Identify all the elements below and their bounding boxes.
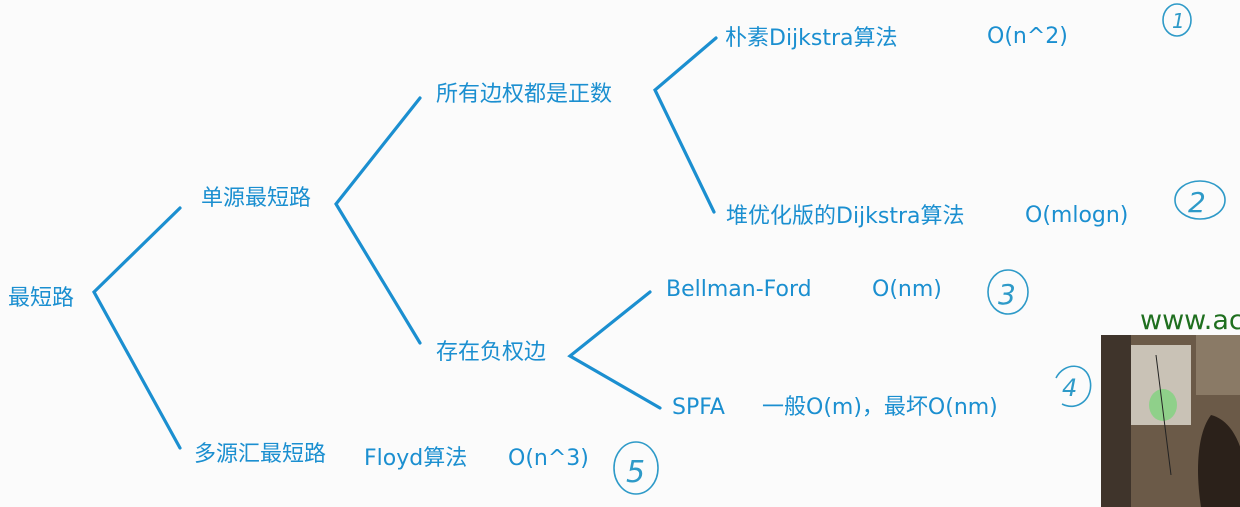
handwritten-circle-4	[1055, 365, 1092, 407]
handwritten-mark-5: 5	[626, 455, 645, 490]
node-has-negative: 存在负权边	[436, 340, 547, 365]
complexity-heap-dijkstra: O(mlogn)	[1025, 203, 1129, 228]
leaf-floyd: Floyd算法	[364, 446, 468, 471]
webcam-overlay	[1101, 335, 1240, 507]
leaf-bellman-ford: Bellman-Ford	[666, 277, 812, 302]
complexity-floyd: O(n^3)	[508, 446, 589, 471]
handwritten-mark-4: 4	[1062, 374, 1077, 402]
handwritten-circle-3	[987, 269, 1029, 315]
handwritten-mark-2: 2	[1188, 186, 1206, 219]
leaf-spfa: SPFA	[672, 395, 725, 420]
node-multi-source: 多源汇最短路	[194, 442, 327, 467]
branch-root	[92, 206, 182, 450]
handwritten-circle-1	[1162, 3, 1192, 37]
node-root: 最短路	[8, 286, 75, 311]
complexity-naive-dijkstra: O(n^2)	[987, 24, 1068, 49]
handwritten-circle-2	[1174, 180, 1226, 220]
node-all-positive: 所有边权都是正数	[436, 82, 613, 107]
leaf-heap-dijkstra: 堆优化版的Dijkstra算法	[726, 204, 965, 229]
branch-single-source	[334, 96, 422, 345]
handwritten-mark-1: 1	[1172, 9, 1185, 33]
branch-positive	[653, 36, 718, 214]
handwritten-circle-5	[613, 441, 659, 495]
complexity-bellman-ford: O(nm)	[872, 277, 942, 302]
complexity-spfa: 一般O(m)，最坏O(nm)	[762, 395, 998, 420]
branch-negative	[567, 290, 662, 410]
site-watermark: www.ac	[1140, 305, 1240, 336]
node-single-source: 单源最短路	[201, 186, 312, 211]
leaf-naive-dijkstra: 朴素Dijkstra算法	[725, 26, 898, 51]
handwritten-mark-3: 3	[998, 278, 1016, 311]
